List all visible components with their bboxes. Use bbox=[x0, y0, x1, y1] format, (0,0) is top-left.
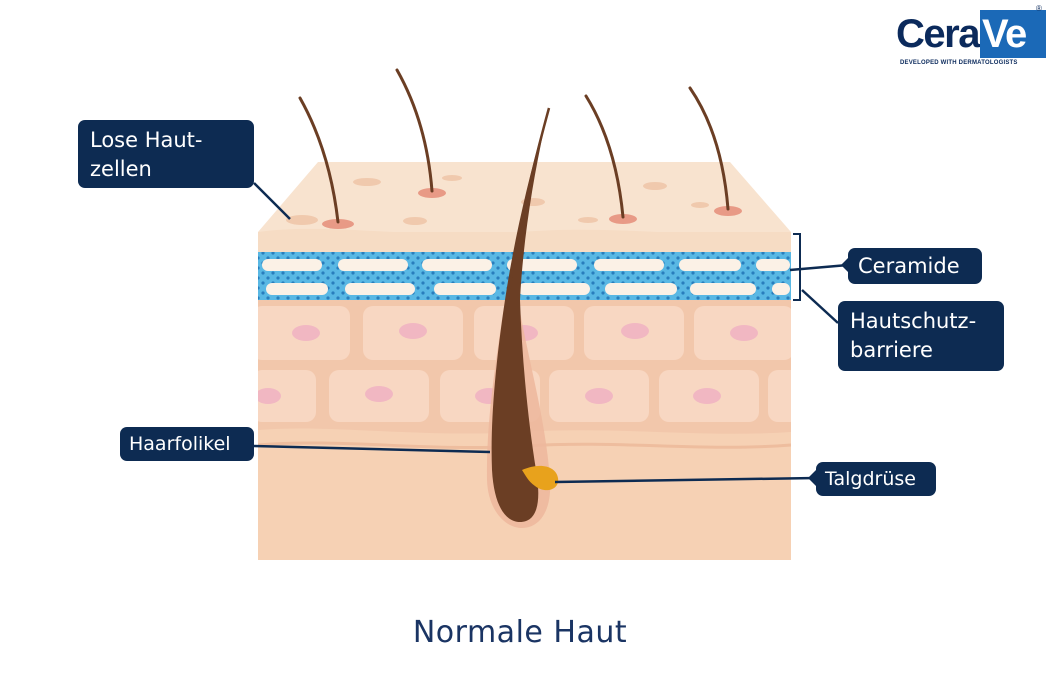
surface-hairs bbox=[298, 68, 730, 224]
label-loose-skin-cells: Lose Haut- zellen bbox=[78, 120, 254, 188]
label-ceramide-text: Ceramide bbox=[858, 254, 960, 278]
label-hair-follicle-text: Haarfolikel bbox=[129, 433, 231, 455]
sebaceous-gland bbox=[522, 465, 559, 491]
label-loose-skin-cells-line1: Lose Haut- bbox=[90, 128, 203, 152]
leader-lines bbox=[253, 182, 849, 484]
cerave-logo: Cera Ve ® DEVELOPED WITH DERMATOLOGISTS bbox=[896, 4, 1046, 68]
logo-registered-mark: ® bbox=[1036, 4, 1042, 13]
logo-tagline: DEVELOPED WITH DERMATOLOGISTS bbox=[900, 60, 1018, 66]
diagram-caption: Normale Haut bbox=[412, 615, 628, 650]
label-sebaceous-gland: Talgdrüse bbox=[816, 462, 936, 496]
main-hair bbox=[491, 108, 549, 522]
label-skin-barrier: Hautschutz- barriere bbox=[838, 301, 1004, 371]
label-ceramide: Ceramide bbox=[848, 248, 982, 284]
label-hair-follicle: Haarfolikel bbox=[120, 427, 254, 461]
label-loose-skin-cells-line2: zellen bbox=[90, 157, 152, 181]
label-sebaceous-gland-text: Talgdrüse bbox=[825, 468, 916, 490]
logo-wordmark-ve: Ve bbox=[980, 10, 1046, 58]
barrier-bracket bbox=[793, 233, 801, 301]
skin-top-surface bbox=[258, 162, 791, 232]
logo-wordmark-cera: Cera bbox=[896, 12, 980, 56]
label-skin-barrier-line2: barriere bbox=[850, 338, 933, 362]
label-skin-barrier-line1: Hautschutz- bbox=[850, 309, 977, 333]
